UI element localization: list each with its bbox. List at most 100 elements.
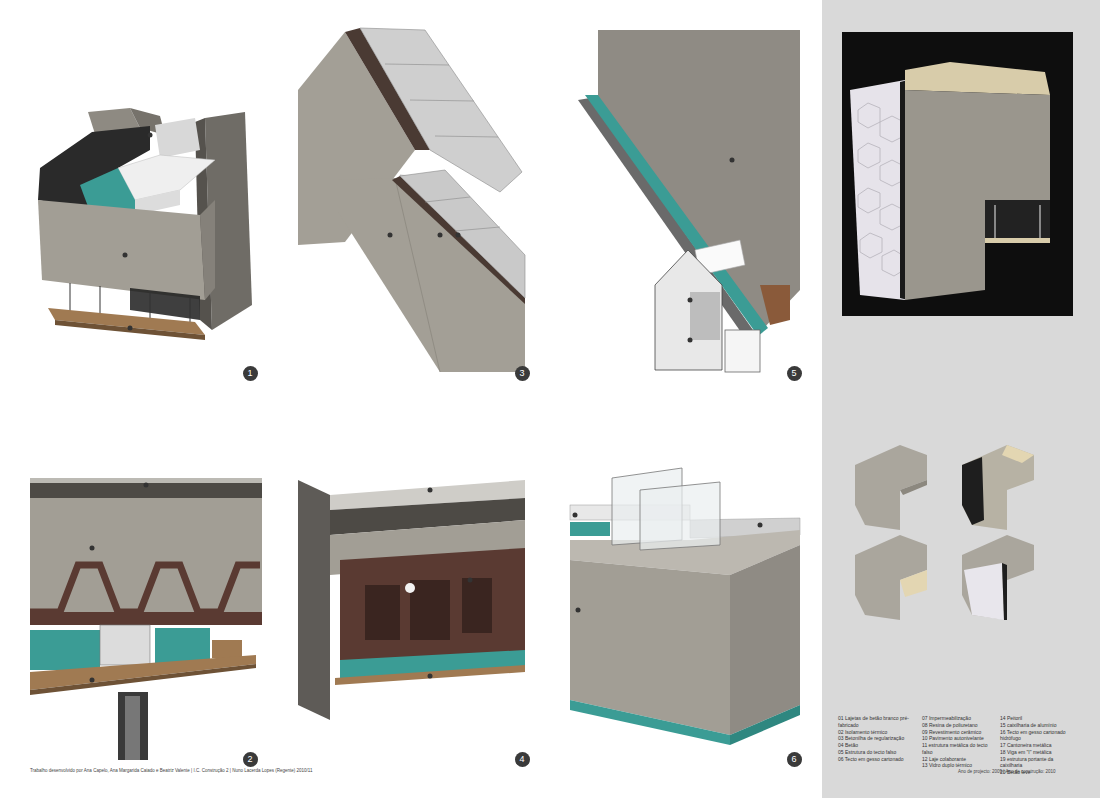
sloped-roof-detail-part xyxy=(400,170,525,298)
material-samples-part-part xyxy=(855,445,927,530)
slab-window-detail-part xyxy=(125,696,140,760)
slab-window-detail xyxy=(30,478,262,760)
legend-item: 10 Pavimento autonivelante xyxy=(922,735,996,742)
model-photo-part xyxy=(1039,205,1041,240)
slab-window-detail-part xyxy=(30,478,262,498)
model-photo-part-part xyxy=(858,143,880,168)
roof-parapet-detail-part xyxy=(200,200,215,300)
model-photo xyxy=(842,32,1073,316)
project-dates: Ano de projecto: 2009 | Ano de construçã… xyxy=(958,769,1088,775)
model-photo-part-part xyxy=(860,233,882,258)
legend-item: 06 Tecto em gesso cartonado xyxy=(838,756,918,763)
slab-window-detail-part xyxy=(118,692,148,760)
roof-parapet-detail xyxy=(38,108,252,340)
facade-skylight-detail-part xyxy=(688,298,693,303)
sloped-roof-detail-part xyxy=(438,233,443,238)
roof-parapet-detail-part xyxy=(148,133,153,138)
hollow-slab-detail-part xyxy=(405,583,415,593)
model-photo-part xyxy=(858,103,904,276)
slab-window-detail-part xyxy=(30,655,256,690)
legend-item: 09 Revestimento cerâmico xyxy=(922,729,996,736)
roof-parapet-detail-part xyxy=(150,291,151,322)
sloped-roof-detail xyxy=(298,28,525,372)
slab-window-detail-part xyxy=(30,478,262,483)
hollow-slab-detail-part xyxy=(298,480,330,720)
sloped-roof-detail-part xyxy=(435,136,498,137)
material-samples-part-part xyxy=(962,445,1034,530)
legend-item: 02 Isolamento térmico xyxy=(838,729,918,736)
panel-number-text: 2 xyxy=(247,755,252,764)
sloped-roof-detail-part xyxy=(385,64,449,65)
model-photo-part xyxy=(985,238,1050,243)
panel-number-text: 1 xyxy=(247,369,252,378)
legend-item: 08 Resina de poliuretano xyxy=(922,722,996,729)
legend-item: 04 Betão xyxy=(838,742,918,749)
slab-window-detail-part xyxy=(30,565,260,612)
material-samples-part xyxy=(855,535,927,620)
model-photo-part-part xyxy=(858,103,880,128)
material-samples-part-part xyxy=(900,480,927,495)
facade-skylight-detail-part xyxy=(760,285,790,325)
material-samples-part xyxy=(962,535,1034,620)
credit-caption: Trabalho desenvolvido por Ana Capelo, An… xyxy=(30,768,330,774)
roof-parapet-detail-part xyxy=(38,200,205,300)
model-photo-part xyxy=(905,62,1050,95)
panel-number: 1 xyxy=(243,366,258,381)
roof-parapet-detail-part xyxy=(55,320,205,340)
roof-parapet-detail-part xyxy=(155,118,200,158)
hollow-slab-detail-part xyxy=(365,585,400,640)
legend-item: 01 Lajetas de betão branco pré-fabricado xyxy=(838,715,918,729)
panel-number: 6 xyxy=(787,752,802,767)
legend-item: 07 Impermeabilização xyxy=(922,715,996,722)
model-photo-part xyxy=(905,90,1050,300)
material-samples-part-part xyxy=(962,535,1034,620)
panel-number: 2 xyxy=(243,752,258,767)
slab-window-detail-part xyxy=(30,630,100,670)
terrace-parapet-detail-part xyxy=(573,513,578,518)
material-samples-part xyxy=(855,445,927,530)
legend-item: 18 Viga em "I" metálica xyxy=(1000,749,1072,756)
legend-item: 16 Tecto em gesso cartonado hidrófugo xyxy=(1000,729,1072,743)
slab-window-detail-part xyxy=(30,612,262,625)
slab-window-detail-part xyxy=(30,664,256,695)
terrace-parapet-detail-part xyxy=(730,545,800,735)
material-samples-part-part xyxy=(900,570,927,597)
slab-window-detail-part xyxy=(90,678,95,683)
terrace-parapet-detail-part xyxy=(730,705,800,745)
sloped-roof-detail-part xyxy=(360,28,522,192)
slab-window-detail-part xyxy=(30,498,262,612)
hollow-slab-detail-part xyxy=(428,488,433,493)
hollow-slab-detail-part xyxy=(428,674,433,679)
legend-item: 05 Estrutura do tecto falso xyxy=(838,749,918,756)
terrace-parapet-detail-part xyxy=(758,523,763,528)
sloped-roof-detail-part xyxy=(425,197,470,202)
sloped-roof-detail-part xyxy=(456,233,461,238)
roof-parapet-detail-part xyxy=(123,253,128,258)
sloped-roof-detail-part xyxy=(388,233,393,238)
slab-window-detail-part xyxy=(100,625,150,665)
material-samples-part-part xyxy=(1002,563,1007,620)
facade-skylight-detail xyxy=(578,30,800,372)
panel-number: 4 xyxy=(515,752,530,767)
slab-window-detail-part xyxy=(144,483,149,488)
material-samples-part xyxy=(962,445,1034,530)
material-samples-part-part xyxy=(964,563,1004,620)
sloped-roof-detail-part xyxy=(455,227,500,231)
legend-item: 03 Betonilha de regularização xyxy=(838,735,918,742)
panel-number: 3 xyxy=(515,366,530,381)
roof-parapet-detail-part xyxy=(100,286,101,317)
model-photo-part xyxy=(850,80,905,300)
material-samples-part-part xyxy=(855,535,927,620)
model-photo-part xyxy=(842,32,1073,316)
terrace-parapet-detail-part xyxy=(576,608,581,613)
hollow-slab-detail xyxy=(298,480,525,720)
terrace-parapet-detail-part xyxy=(570,522,610,536)
terrace-parapet-detail xyxy=(570,468,800,745)
legend-item: 15 caixilharia de alumínio xyxy=(1000,722,1072,729)
material-samples xyxy=(855,445,1034,620)
legend-item: 13 Vidro duplo térmico xyxy=(922,762,996,769)
model-photo-part xyxy=(994,205,996,240)
slab-window-detail-part xyxy=(212,640,242,658)
